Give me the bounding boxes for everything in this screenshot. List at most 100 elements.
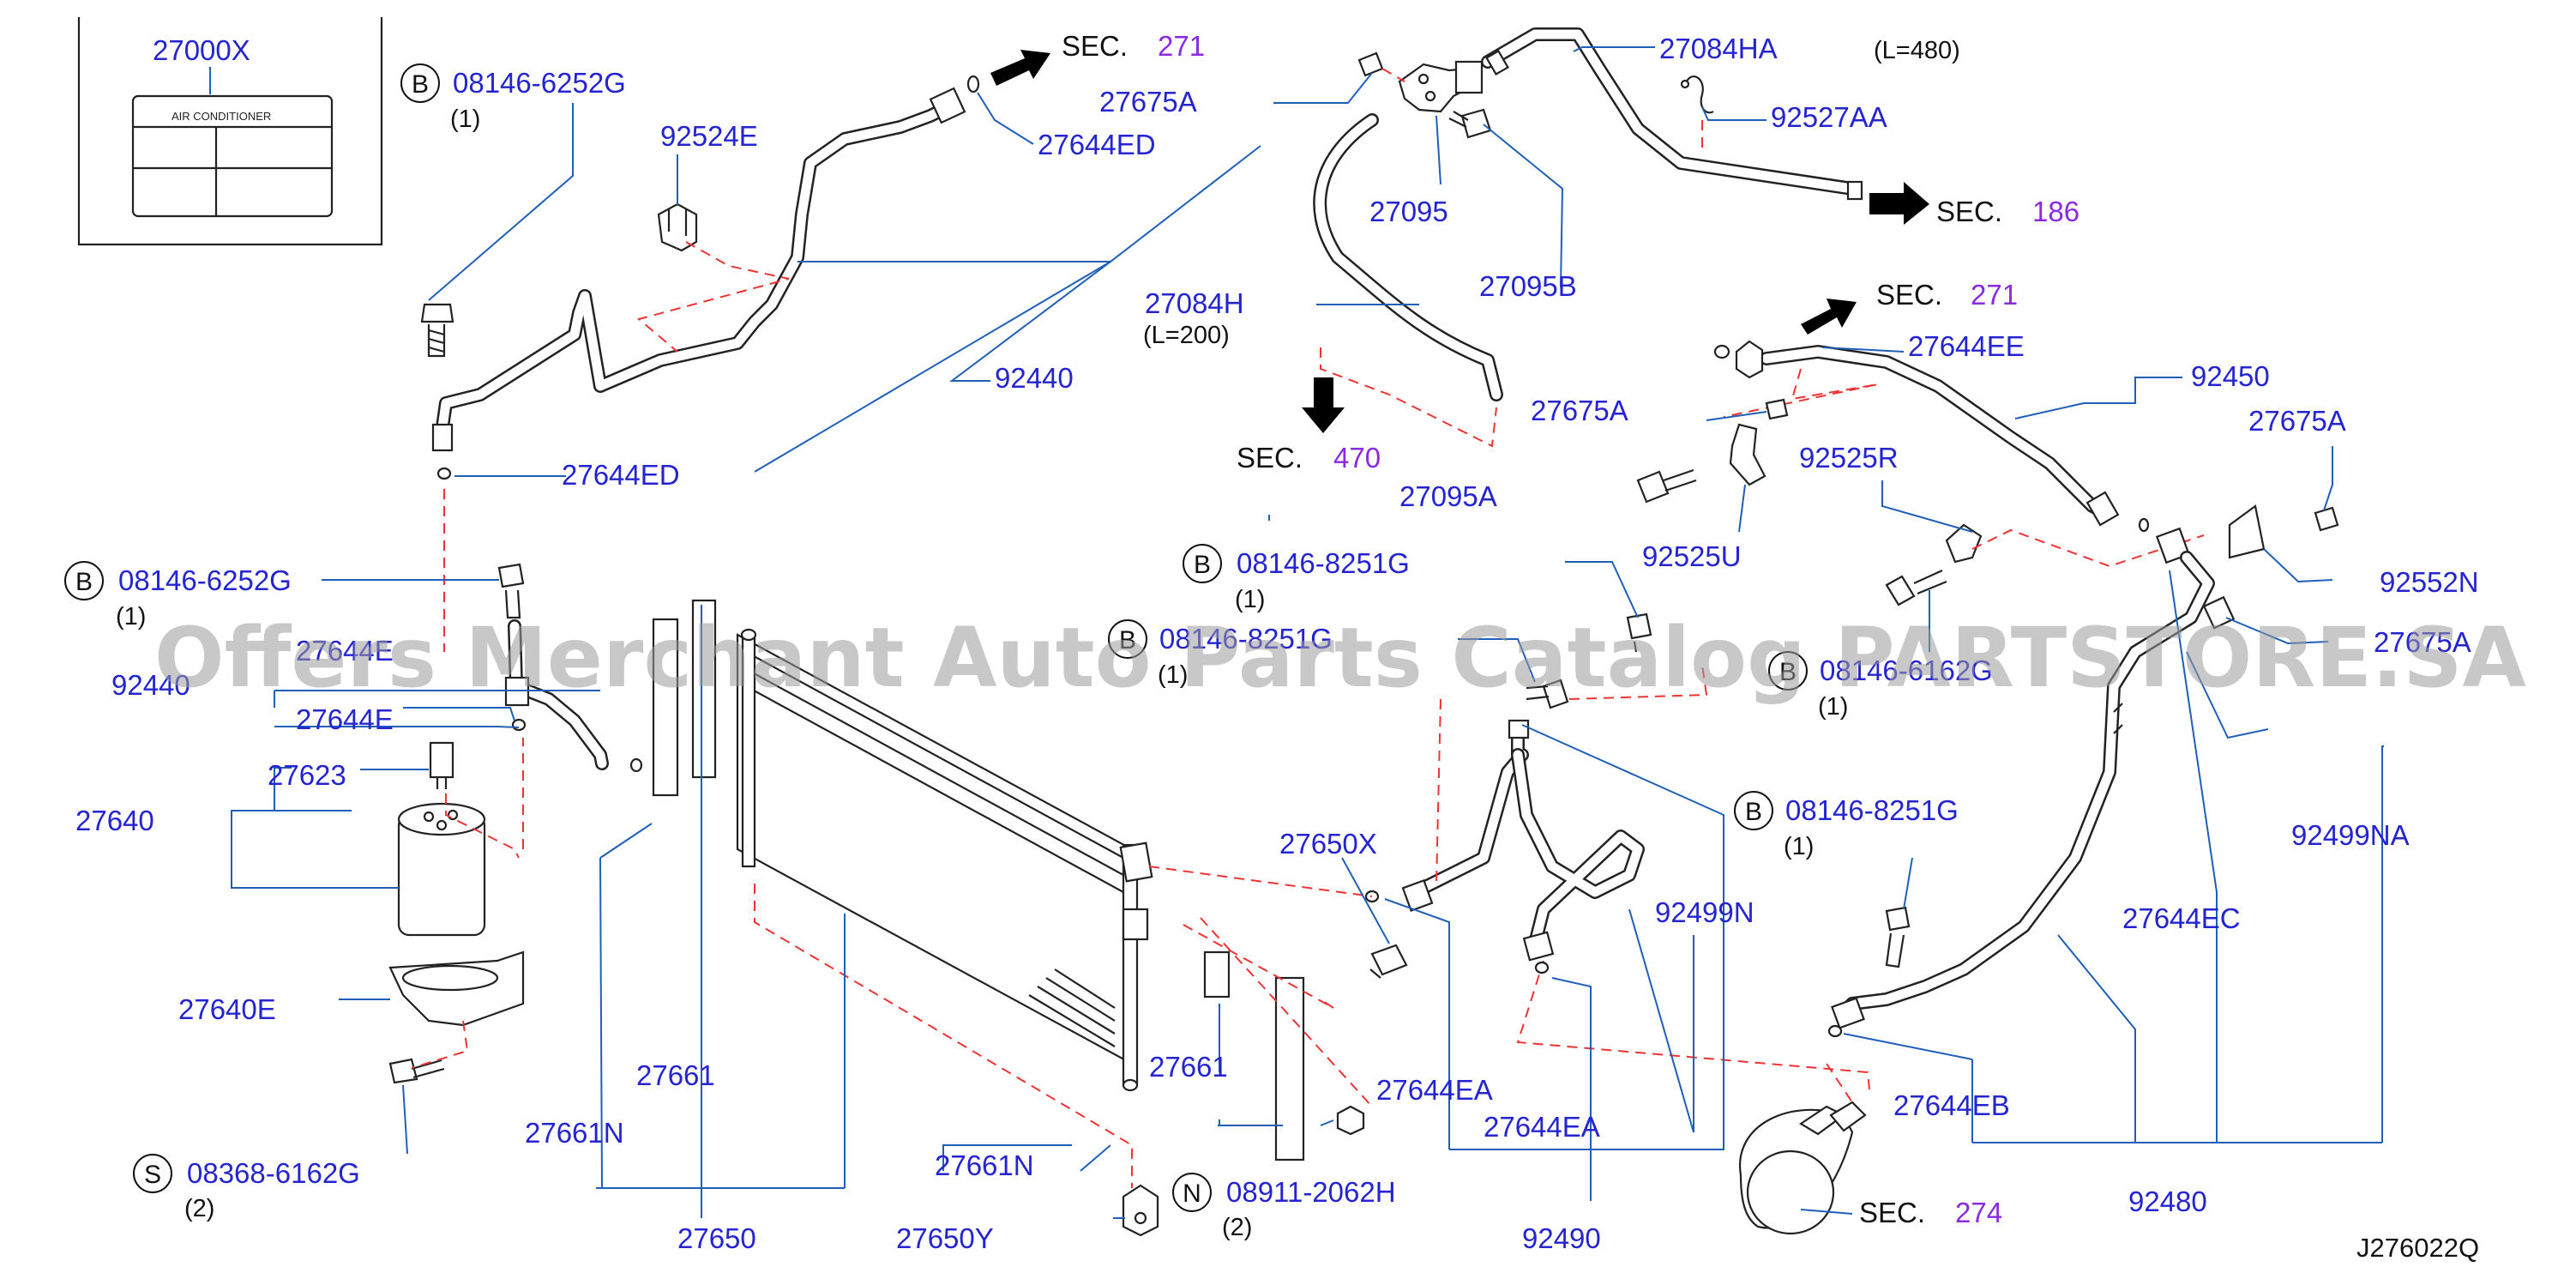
bolt-27095B-drawing xyxy=(1448,108,1492,139)
part-92525R[interactable]: 92525R xyxy=(1799,442,1899,474)
part-27095[interactable]: 27095 xyxy=(1369,196,1448,227)
part-27644E-b[interactable]: 27644E xyxy=(296,703,394,735)
sec-274-num[interactable]: 274 xyxy=(1955,1197,2002,1228)
part-27650Y[interactable]: 27650Y xyxy=(896,1222,994,1254)
part-27084HA[interactable]: 27084HA xyxy=(1659,33,1778,64)
fitting-27623 xyxy=(429,741,454,789)
bolt-label-b2[interactable]: B 08146-6252G (1) xyxy=(64,561,292,630)
part-92440-left[interactable]: 92440 xyxy=(111,669,190,701)
part-92524E[interactable]: 92524E xyxy=(660,120,758,152)
pipe-92450-drawing xyxy=(1713,340,2120,527)
pipe-92440-drawing xyxy=(431,75,980,480)
part-27650[interactable]: 27650 xyxy=(677,1222,756,1254)
receiver-drier-drawing xyxy=(397,802,486,937)
part-27675A-mid[interactable]: 27675A xyxy=(1531,395,1628,426)
bolt-27095A xyxy=(1636,468,1697,504)
part-27675A-right[interactable]: 27675A xyxy=(2248,405,2346,437)
part-27661-left[interactable]: 27661 xyxy=(636,1059,715,1091)
sec-470-prefix: SEC. xyxy=(1237,442,1303,474)
part-27644EB[interactable]: 27644EB xyxy=(1893,1089,2010,1121)
part-27644ED-left[interactable]: 27644ED xyxy=(562,459,680,491)
bolt-qty: (2) xyxy=(184,1195,214,1222)
bolt-label-b3[interactable]: B 08146-8251G (1) xyxy=(1183,544,1410,613)
fitting-27644EB-drawing xyxy=(1827,997,1865,1038)
part-92552N[interactable]: 92552N xyxy=(2380,566,2479,598)
nut-08911-2062H xyxy=(1336,1105,1365,1136)
part-27640E[interactable]: 27640E xyxy=(178,993,276,1025)
bolt-label-b5[interactable]: B 08146-6162G (1) xyxy=(1768,651,1993,721)
part-92499N[interactable]: 92499N xyxy=(1655,896,1754,928)
bolt-label-s1[interactable]: S 08368-6162G (2) xyxy=(133,1154,360,1222)
part-27675A-top[interactable]: 27675A xyxy=(1099,86,1197,118)
bolt-label-b4[interactable]: B 08146-8251G (1) xyxy=(1108,619,1333,689)
bolt-symbol: B xyxy=(1119,626,1136,655)
sec-274-prefix: SEC. xyxy=(1859,1197,1925,1228)
sec-274: SEC. 274 xyxy=(1859,1197,2002,1228)
label-box: 27000X AIR CONDITIONER xyxy=(77,17,383,246)
part-27084H[interactable]: 27084H xyxy=(1145,287,1244,319)
pressure-switch-27650X xyxy=(1364,890,1408,979)
part-27084H-length: (L=200) xyxy=(1143,322,1230,349)
part-27644ED-top[interactable]: 27644ED xyxy=(1038,129,1156,160)
bolt-part: 08146-8251G xyxy=(1785,794,1959,826)
bolt-qty: (1) xyxy=(116,603,146,630)
bolt-part: 08146-6162G xyxy=(1820,655,1993,686)
part-27644EE[interactable]: 27644EE xyxy=(1908,330,2025,362)
part-92525U[interactable]: 92525U xyxy=(1642,540,1742,572)
part-27661-right[interactable]: 27661 xyxy=(1149,1051,1228,1083)
part-27623[interactable]: 27623 xyxy=(268,759,346,791)
part-92527AA[interactable]: 92527AA xyxy=(1771,101,1887,133)
clip-92525R-drawing xyxy=(1945,523,1983,564)
part-27095B[interactable]: 27095B xyxy=(1479,270,1577,302)
seal-27661-right xyxy=(1203,950,1305,1161)
part-92450[interactable]: 92450 xyxy=(2191,360,2270,392)
compressor-drawing xyxy=(1738,1101,1867,1235)
sec-271a-num[interactable]: 271 xyxy=(1158,30,1205,62)
part-92499NA[interactable]: 92499NA xyxy=(2291,819,2410,851)
bolt-part: 08146-6252G xyxy=(118,564,292,596)
part-27644EC[interactable]: 27644EC xyxy=(2122,902,2241,934)
part-92440[interactable]: 92440 xyxy=(995,362,1074,394)
bracket-27640E-drawing xyxy=(388,950,525,1027)
bolt-08146-6162G xyxy=(1885,569,1947,606)
bolt-symbol: B xyxy=(1194,551,1211,579)
part-27095A[interactable]: 27095A xyxy=(1399,480,1497,512)
bolt-qty: (1) xyxy=(1818,693,1848,721)
sec-arrow-470: SEC. 470 xyxy=(1237,377,1381,474)
part-27661N-right[interactable]: 27661N xyxy=(935,1149,1034,1181)
bolt-symbol: B xyxy=(1745,798,1762,826)
bolt-qty: (1) xyxy=(1784,833,1814,860)
part-92480[interactable]: 92480 xyxy=(2128,1186,2207,1217)
part-92490[interactable]: 92490 xyxy=(1522,1222,1601,1254)
sec-470-num[interactable]: 470 xyxy=(1333,442,1381,474)
bolt-08146-8251G-center xyxy=(1526,612,1652,709)
bolt-label-b6[interactable]: B 08146-8251G (1) xyxy=(1734,791,1959,860)
part-27650X[interactable]: 27650X xyxy=(1279,828,1377,860)
sec-271b-num[interactable]: 271 xyxy=(1971,279,2018,311)
sec-271b-prefix: SEC. xyxy=(1876,279,1942,311)
label-text: AIR CONDITIONER xyxy=(172,110,271,123)
bolt-08368-6162G xyxy=(388,1058,445,1084)
bracket-92552N-drawing xyxy=(2228,504,2266,559)
bolt-92552N xyxy=(2314,506,2339,532)
sec-arrow-186: SEC. 186 xyxy=(1869,182,2079,227)
part-27644E-a[interactable]: 27644E xyxy=(296,635,394,667)
part-27000X[interactable]: 27000X xyxy=(153,34,250,66)
bolt-part: 08146-8251G xyxy=(1159,623,1333,655)
part-27640[interactable]: 27640 xyxy=(75,805,154,836)
part-27675A-right2[interactable]: 27675A xyxy=(2374,626,2471,658)
part-27644EA-b[interactable]: 27644EA xyxy=(1484,1111,1600,1143)
bolt-part: 08911-2062H xyxy=(1226,1176,1396,1208)
bolt-label-b1[interactable]: B 08146-6252G (1) xyxy=(400,63,626,133)
part-27644EA-a[interactable]: 27644EA xyxy=(1376,1074,1493,1106)
seal-27661-left xyxy=(652,599,717,797)
bolt-label-n1[interactable]: N 08911-2062H (2) xyxy=(1172,1173,1396,1241)
bolt-qty: (2) xyxy=(1222,1214,1252,1241)
sec-186-num[interactable]: 186 xyxy=(2032,196,2079,227)
sec-arrow-271b: SEC. 271 xyxy=(1801,279,2018,335)
bolt-qty: (1) xyxy=(1235,586,1265,613)
fitting-27644EC-drawing xyxy=(2138,517,2236,630)
bolt-08146-8251G-right xyxy=(1885,906,1911,968)
part-27661N-left[interactable]: 27661N xyxy=(525,1117,624,1149)
